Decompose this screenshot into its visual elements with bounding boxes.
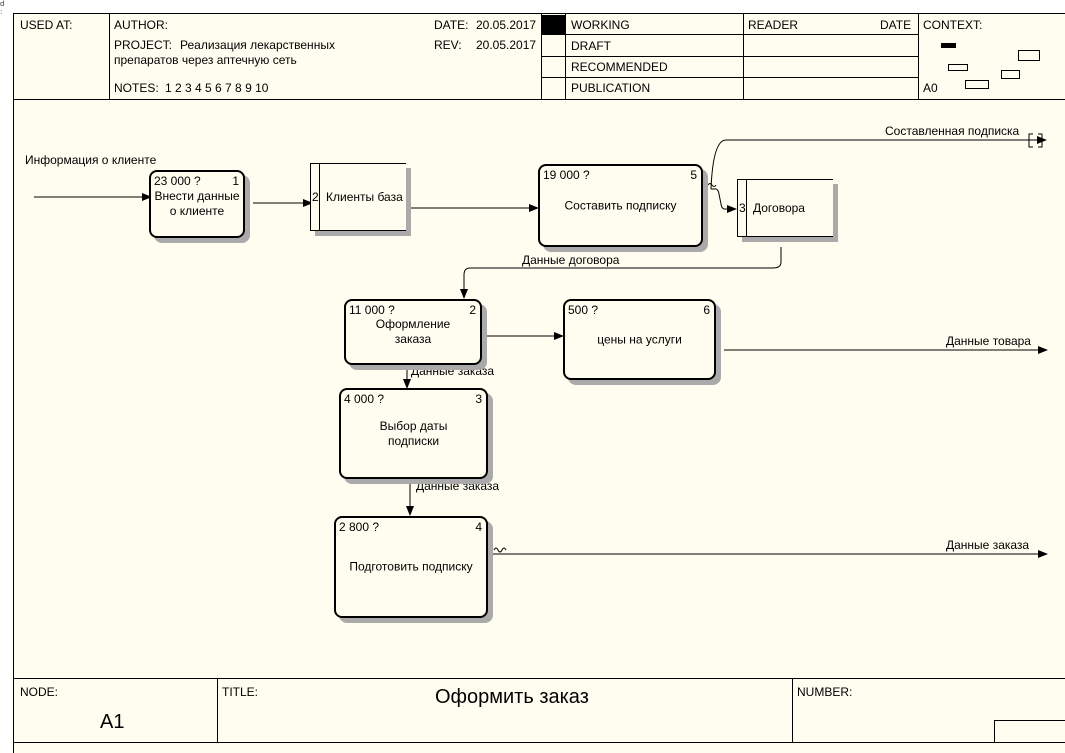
arrows-layer bbox=[34, 133, 1048, 558]
footer-bottom-rule bbox=[14, 742, 1065, 743]
activity-number: 3 bbox=[475, 392, 482, 406]
activity-label: цены на услуги bbox=[597, 332, 682, 346]
activity-label: Оформление заказа bbox=[375, 317, 451, 346]
rev-label: REV: bbox=[434, 38, 462, 52]
activity-label: Составить подписку bbox=[564, 198, 677, 212]
rev-value: 20.05.2017 bbox=[476, 38, 537, 52]
activity-box-6[interactable]: 500 ? 6 цены на услуги bbox=[563, 299, 716, 380]
reader-label: READER bbox=[748, 18, 799, 32]
title-label: TITLE: bbox=[222, 685, 259, 699]
tunnel-bracket-icon bbox=[1038, 133, 1043, 148]
header-bottom-rule bbox=[14, 99, 1065, 100]
project-name-line1: Реализация лекарственных bbox=[180, 38, 335, 52]
context-thumb-box bbox=[1018, 50, 1040, 61]
store-label: Клиенты база bbox=[326, 190, 403, 204]
status-publication: PUBLICATION bbox=[571, 81, 651, 95]
context-thumb-box bbox=[1001, 70, 1020, 79]
activity-cost: 11 000 ? bbox=[349, 303, 395, 317]
store-label: Договора bbox=[753, 201, 805, 215]
store-outline bbox=[737, 179, 833, 237]
arrow-contract-data bbox=[460, 247, 782, 299]
project-name-line2: препаратов через аптечную сеть bbox=[114, 53, 297, 67]
label-client-info: Информация о клиенте bbox=[25, 153, 157, 167]
header-divider bbox=[918, 14, 919, 99]
status-draft: DRAFT bbox=[571, 39, 611, 53]
arrow-to-contracts-store bbox=[711, 188, 737, 213]
activity-number: 1 bbox=[232, 174, 239, 188]
activity-cost: 23 000 ? bbox=[154, 174, 201, 188]
working-status-mark bbox=[542, 15, 565, 34]
window-edge-mark: d: bbox=[0, 0, 5, 16]
label-order-data-3: Данные заказа bbox=[946, 538, 1030, 552]
author-label: AUTHOR: bbox=[114, 18, 168, 32]
store-number: 2 bbox=[312, 190, 319, 204]
used-at-label: USED AT: bbox=[20, 18, 73, 32]
status-row-rule bbox=[541, 56, 918, 57]
data-store-contracts[interactable]: 3 Договора bbox=[737, 179, 833, 237]
activity-label: Подготовить подписку bbox=[349, 559, 473, 574]
project-label: PROJECT: bbox=[114, 38, 173, 52]
node-value: A1 bbox=[100, 711, 125, 733]
activity-label: Выбор даты подписки bbox=[379, 418, 448, 448]
node-label: NODE: bbox=[20, 685, 59, 699]
activity-cost: 19 000 ? bbox=[543, 168, 590, 182]
activity-cost: 4 000 ? bbox=[344, 392, 385, 406]
store-outline bbox=[310, 163, 406, 231]
footer-divider bbox=[792, 678, 793, 742]
context-node: A0 bbox=[923, 81, 938, 95]
label-order-data-1: Данные заказа bbox=[411, 364, 495, 378]
idef0-diagram-frame: USED AT: AUTHOR: PROJECT: Реализация лек… bbox=[13, 13, 1065, 753]
label-product-data: Данные товара bbox=[946, 334, 1031, 348]
status-recommended: RECOMMENDED bbox=[571, 60, 668, 74]
activity-box-4[interactable]: 2 800 ? 4 Подготовить подписку bbox=[334, 516, 488, 618]
label-contract-data: Данные договора bbox=[522, 253, 620, 267]
context-thumb-box bbox=[965, 80, 989, 89]
squiggle-icon bbox=[707, 183, 717, 187]
status-row-rule bbox=[541, 34, 918, 35]
header-divider bbox=[109, 14, 110, 99]
activity-cost: 2 800 ? bbox=[339, 520, 380, 534]
tunnel-bracket-icon bbox=[1028, 133, 1033, 148]
squiggle-icon bbox=[493, 547, 507, 553]
activity-box-2[interactable]: 11 000 ? 2 Оформление заказа bbox=[344, 299, 482, 365]
context-label: CONTEXT: bbox=[923, 18, 983, 32]
activity-number: 4 bbox=[475, 520, 482, 534]
label-order-data-2: Данные заказа bbox=[416, 479, 500, 493]
context-thumb-box bbox=[948, 64, 968, 71]
footer-top-rule bbox=[14, 678, 1065, 679]
data-store-clients[interactable]: 2 Клиенты база bbox=[310, 163, 406, 231]
date-value: 20.05.2017 bbox=[476, 18, 537, 32]
activity-box-3[interactable]: 4 000 ? 3 Выбор даты подписки bbox=[339, 388, 488, 479]
number-label: NUMBER: bbox=[797, 685, 853, 699]
footer-divider bbox=[217, 678, 218, 742]
store-number: 3 bbox=[739, 201, 746, 215]
status-row-rule bbox=[541, 77, 918, 78]
activity-cost: 500 ? bbox=[568, 303, 599, 317]
arrow-composed-subscription bbox=[710, 136, 1047, 190]
diagram-title: Оформить заказ bbox=[435, 686, 589, 708]
notes-values: 1 2 3 4 5 6 7 8 9 10 bbox=[165, 81, 269, 95]
reader-date-label: DATE bbox=[880, 18, 912, 32]
date-label: DATE: bbox=[434, 18, 469, 32]
footer-corner-box bbox=[994, 720, 1065, 742]
status-working: WORKING bbox=[571, 18, 630, 32]
activity-box-1[interactable]: 23 000 ? 1 Внести данные о клиенте bbox=[149, 170, 245, 238]
activity-number: 2 bbox=[469, 303, 476, 317]
context-thumb-box bbox=[941, 43, 956, 48]
activity-box-5[interactable]: 19 000 ? 5 Составить подписку bbox=[538, 164, 703, 247]
activity-label: Внести данные о клиенте bbox=[154, 189, 240, 218]
notes-label: NOTES: bbox=[114, 81, 159, 95]
activity-number: 6 bbox=[703, 303, 710, 317]
label-composed-subscription: Составленная подписка bbox=[885, 124, 1020, 138]
activity-number: 5 bbox=[690, 168, 697, 182]
